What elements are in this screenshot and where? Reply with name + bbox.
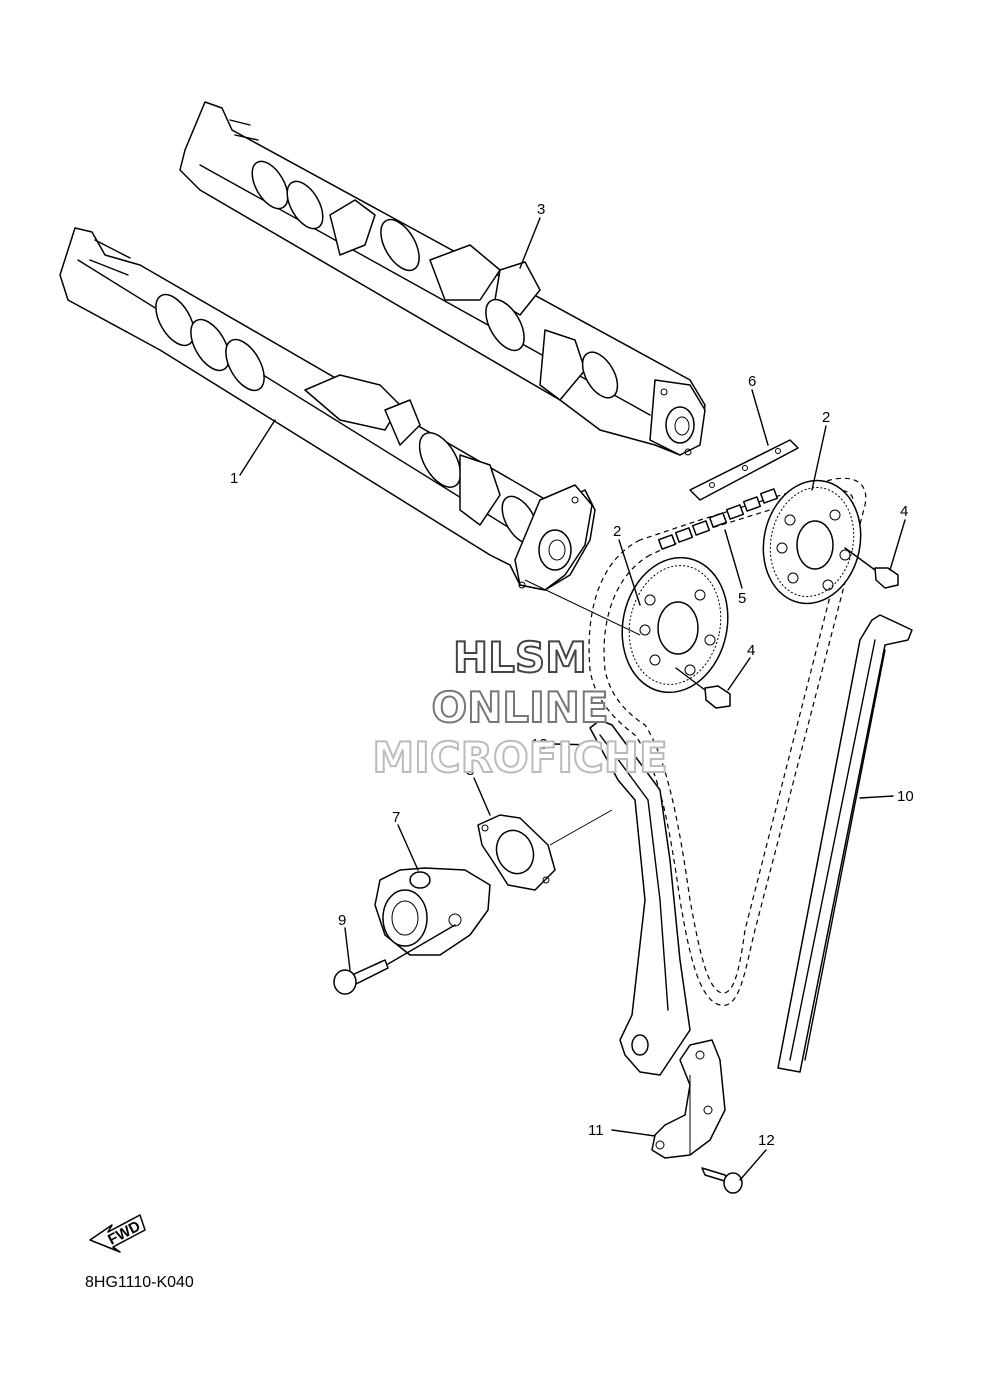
- watermark-line-2: ONLINE: [431, 683, 608, 732]
- chain-tensioner-guide-13[interactable]: [589, 719, 691, 1076]
- chain-tensioner-7[interactable]: [374, 867, 491, 956]
- chain-guide-10[interactable]: [777, 614, 913, 1073]
- tensioner-bolt-9[interactable]: [333, 924, 456, 995]
- callout-2-left: 2: [613, 523, 621, 540]
- chain-links: [657, 488, 779, 550]
- watermark-line-3: MICROFICHE: [372, 733, 667, 782]
- tensioner-gasket-8[interactable]: [477, 814, 556, 891]
- fwd-label: FWD: [105, 1218, 143, 1249]
- callout-12: 12: [758, 1132, 775, 1149]
- chain-guide-6[interactable]: [689, 439, 799, 501]
- sprocket-bolt-left[interactable]: [675, 667, 731, 709]
- callout-10: 10: [897, 788, 914, 805]
- camshaft-1[interactable]: [59, 227, 596, 591]
- guide-bracket-11[interactable]: [651, 1039, 726, 1159]
- callout-1: 1: [230, 470, 238, 487]
- callout-9: 9: [338, 912, 346, 929]
- callout-11: 11: [588, 1122, 604, 1139]
- leader-lines: [239, 217, 906, 1181]
- fwd-arrow-icon: FWD: [89, 1214, 146, 1253]
- cam-sprocket-right[interactable]: [752, 471, 872, 612]
- diagram-code: 8HG1110-K040: [85, 1274, 194, 1291]
- callout-13: 13: [531, 736, 548, 753]
- callout-8: 8: [466, 762, 474, 779]
- sprocket-bolt-right[interactable]: [844, 547, 899, 589]
- callout-2-right: 2: [822, 409, 830, 426]
- camshaft-3[interactable]: [179, 101, 706, 456]
- bracket-bolt-12[interactable]: [701, 1167, 743, 1194]
- callout-6: 6: [748, 373, 756, 390]
- cam-sprocket-left[interactable]: [610, 548, 740, 703]
- callout-4-right: 4: [900, 503, 908, 520]
- cam-chain-5[interactable]: [588, 477, 867, 1006]
- callout-4-left: 4: [747, 642, 755, 659]
- watermark-line-1: HLSM: [453, 633, 587, 682]
- callout-5: 5: [738, 590, 746, 607]
- callout-7: 7: [392, 809, 400, 826]
- callout-3: 3: [537, 201, 545, 218]
- callout-labels: 1 2 2 3 4 4 5 6 7 8 9 10 11 12 13: [230, 201, 914, 1149]
- watermark: HLSM ONLINE MICROFICHE: [371, 632, 668, 783]
